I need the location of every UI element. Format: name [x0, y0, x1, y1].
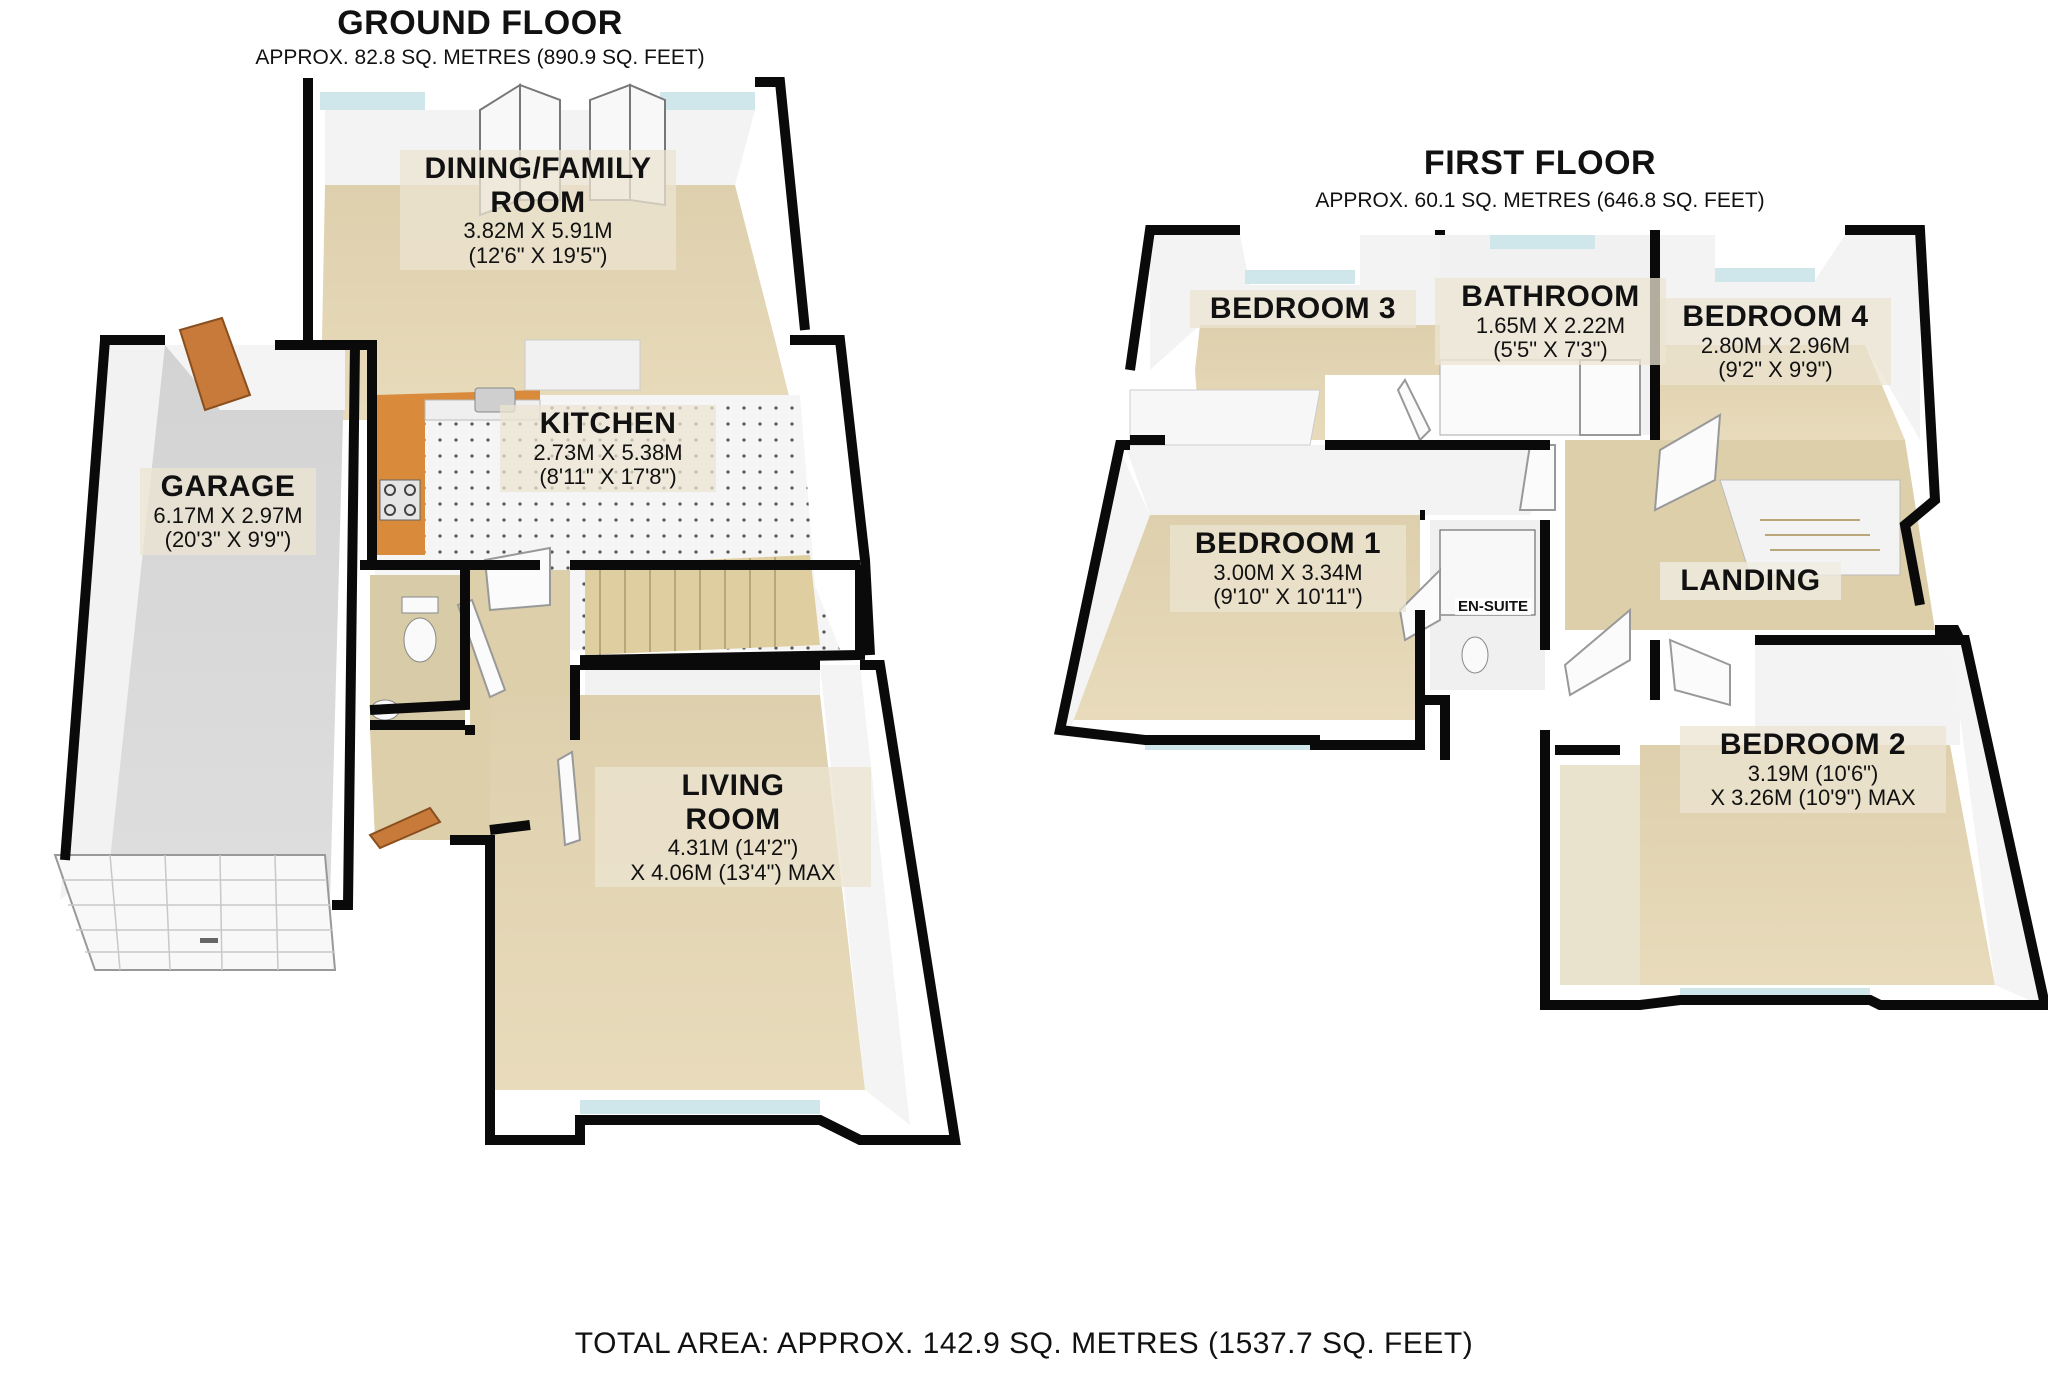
landing-label: LANDING: [1660, 562, 1841, 600]
bedroom2-right-wall: [1950, 640, 2040, 1005]
ensuite-toilet: [1461, 636, 1489, 674]
bedroom1-left-wall: [1060, 440, 1150, 730]
total-area: TOTAL AREA: APPROX. 142.9 SQ. METRES (15…: [574, 1327, 1474, 1360]
bathroom-name: BATHROOM: [1461, 280, 1640, 313]
bedroom1-dim-imperial: (9'10" X 10'11"): [1213, 584, 1363, 610]
landing-name: LANDING: [1680, 564, 1821, 597]
living-room-dim-line2: X 4.06M (13'4") MAX: [630, 859, 836, 885]
garage-dim-metric: 6.17M X 2.97M: [153, 502, 303, 528]
front-door: [368, 806, 442, 850]
garage-label: GARAGE 6.17M X 2.97M (20'3" X 9'9"): [140, 468, 316, 555]
bedroom1-wardrobe: [1129, 389, 1321, 446]
first-floor-walls: [1053, 225, 2048, 1010]
bedroom2-dim-line1: 3.19M (10'6"): [1747, 760, 1879, 786]
bedroom1-name: BEDROOM 1: [1194, 527, 1382, 560]
bedroom3-label: BEDROOM 3: [1190, 290, 1416, 328]
living-room-floor: [490, 695, 865, 1090]
living-room-label: LIVING ROOM 4.31M (14'2") X 4.06M (13'4"…: [595, 767, 871, 888]
bedroom2-label: BEDROOM 2 3.19M (10'6") X 3.26M (10'9") …: [1680, 726, 1946, 813]
living-room-name-line2: ROOM: [685, 802, 781, 836]
kitchen-dim-metric: 2.73M X 5.38M: [533, 439, 683, 465]
hob-rings: [384, 484, 416, 516]
kitchen-dim-imperial: (8'11" X 17'8"): [539, 464, 677, 490]
dining-window-right: [660, 92, 755, 110]
dining-room-dim-imperial: (12'6" X 19'5"): [468, 242, 608, 268]
first-floor-title: FIRST FLOOR: [1423, 144, 1657, 182]
living-room-back-wall: [585, 665, 820, 695]
bedroom4-label: BEDROOM 4 2.80M X 2.96M (9'2" X 9'9"): [1660, 298, 1891, 385]
bathroom-dim-metric: 1.65M X 2.22M: [1475, 312, 1626, 338]
bedroom2-wardrobe: [1560, 765, 1640, 985]
kitchen-wall-cupboard: [524, 339, 641, 391]
first-floor-plan: [1053, 225, 2048, 1010]
dining-room-name-line2: ROOM: [490, 185, 586, 219]
ensuite-label: EN-SUITE: [1455, 598, 1532, 615]
kitchen-label: KITCHEN 2.73M X 5.38M (8'11" X 17'8"): [500, 405, 716, 492]
bedroom4-window: [1715, 268, 1815, 282]
first-floor-staircase: [1719, 479, 1901, 576]
garage-door: [53, 854, 337, 971]
bedroom1-dim-metric: 3.00M X 3.34M: [1213, 559, 1363, 585]
bedroom2-name: BEDROOM 2: [1719, 728, 1907, 761]
bedroom3-window: [1245, 270, 1355, 284]
living-room-dim-line1: 4.31M (14'2"): [667, 835, 799, 861]
dining-window-left: [320, 92, 425, 110]
bedroom2-dim-line2: X 3.26M (10'9") MAX: [1710, 785, 1916, 811]
bedroom4-dim-metric: 2.80M X 2.96M: [1700, 332, 1851, 358]
garage-side-door: [178, 316, 252, 412]
ground-floor-plan: [53, 77, 961, 1145]
wc-cistern: [401, 596, 439, 614]
bathroom-dim-imperial: (5'5" X 7'3"): [1493, 337, 1608, 363]
ground-floor-title: GROUND FLOOR: [337, 4, 623, 42]
bedroom2-back-wall: [1755, 640, 1960, 745]
dining-room-name-line1: DINING/FAMILY: [424, 152, 652, 185]
bedroom1-back-wall: [1125, 445, 1555, 515]
dining-room-dim-metric: 3.82M X 5.91M: [463, 218, 613, 244]
garage-left-wall-face: [60, 345, 165, 900]
bath: [1439, 359, 1581, 436]
bathroom-door: [1579, 359, 1641, 436]
garage-name: GARAGE: [160, 470, 296, 503]
first-floor-area: APPROX. 60.1 SQ. METRES (646.8 SQ. FEET): [1315, 189, 1765, 212]
bedroom4-dim-imperial: (9'2" X 9'9"): [1718, 357, 1833, 383]
living-room-name-line1: LIVING: [681, 769, 785, 802]
first-interior-doors: [1396, 378, 1731, 707]
ground-staircase: [585, 555, 820, 655]
bedroom1-label: BEDROOM 1 3.00M X 3.34M (9'10" X 10'11"): [1170, 525, 1406, 612]
bathroom-window: [1490, 235, 1595, 249]
kitchen-name: KITCHEN: [539, 407, 677, 440]
ground-floor-walls: [60, 77, 961, 1145]
wc-toilet: [403, 617, 437, 663]
bedroom4-name: BEDROOM 4: [1682, 300, 1869, 333]
living-window: [580, 1100, 820, 1114]
dining-room-label: DINING/FAMILY ROOM 3.82M X 5.91M (12'6" …: [400, 150, 676, 271]
bedroom3-name: BEDROOM 3: [1209, 292, 1397, 325]
ground-floor-area: APPROX. 82.8 SQ. METRES (890.9 SQ. FEET): [255, 46, 705, 69]
bathroom-label: BATHROOM 1.65M X 2.22M (5'5" X 7'3"): [1435, 278, 1666, 365]
garage-dim-imperial: (20'3" X 9'9"): [164, 527, 292, 553]
